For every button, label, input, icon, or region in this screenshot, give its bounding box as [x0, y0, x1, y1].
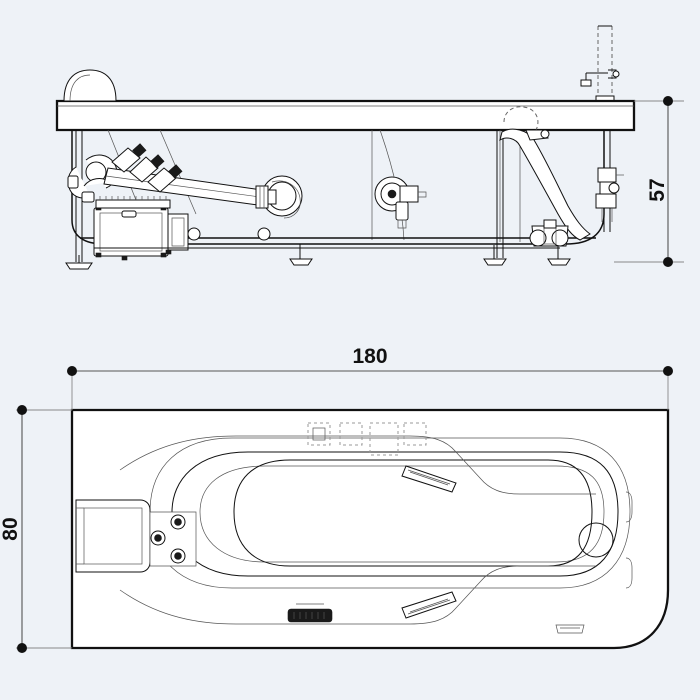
drain-trap-assembly — [529, 219, 569, 247]
headrest-pillow — [75, 499, 151, 573]
basin-floor — [199, 465, 605, 563]
headrest-profile — [63, 69, 117, 102]
flexible-drain-hose — [499, 106, 591, 241]
dimension-width-80: 80 — [0, 405, 72, 653]
pump-fins — [99, 196, 167, 200]
control-keypad-cutouts[interactable] — [307, 422, 427, 456]
grab-handle-lower — [401, 591, 457, 619]
grab-handle-upper — [401, 465, 457, 493]
tub-outer-rim — [70, 408, 670, 650]
angled-jet-fittings — [111, 143, 183, 193]
top-contour — [119, 435, 596, 495]
suction-hose — [103, 167, 263, 206]
dimension-label-width: 80 — [0, 517, 22, 540]
basin-outer — [171, 451, 619, 577]
dimension-height-57: 57 — [614, 96, 684, 267]
side-elevation-view: 57 — [55, 25, 684, 270]
lower-frame-rail — [94, 227, 560, 249]
valve-stack-right — [595, 167, 624, 222]
dimension-label-length: 180 — [352, 345, 387, 368]
adjustable-leveling-feet — [65, 244, 571, 270]
plan-view: 180 80 — [0, 345, 673, 653]
side-jet-nozzle-center — [374, 176, 427, 229]
waste-outlet-circle — [578, 522, 614, 558]
tub-rim-deck — [55, 99, 636, 132]
rim-inner-line — [149, 437, 631, 589]
bottom-contour — [119, 565, 596, 625]
jet-nozzle-cluster — [149, 511, 197, 567]
dimension-length-180: 180 — [67, 345, 673, 410]
drain-overflow-fitting — [287, 603, 333, 623]
dimension-label-height: 57 — [646, 178, 669, 201]
vent-plate — [555, 624, 585, 634]
side-jet-nozzle-left — [255, 175, 303, 219]
right-side-slots — [625, 491, 633, 589]
pump-motor-housing — [93, 196, 189, 261]
